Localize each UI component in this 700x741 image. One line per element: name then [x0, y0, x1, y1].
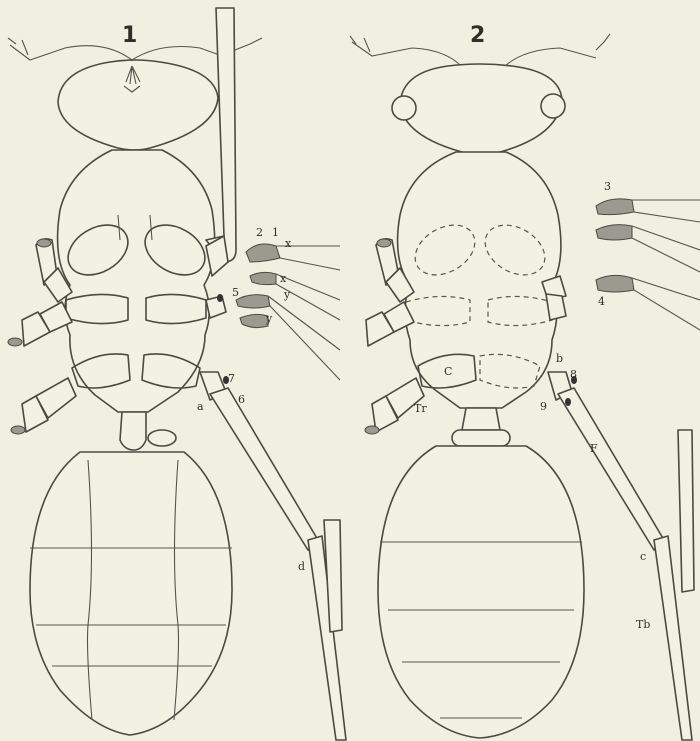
fig2-petiole: [462, 408, 500, 430]
fig2-label-9: 9: [540, 400, 547, 413]
fig2-number: 2: [470, 23, 485, 48]
fig2-thorax: [398, 152, 561, 408]
fig2-label-8: 8: [570, 368, 577, 381]
fig2-label-c: c: [640, 550, 646, 563]
fig1-gaster: [30, 452, 232, 735]
fig2-label-F: F: [590, 442, 598, 455]
fig1-label-y-top: y: [283, 288, 291, 301]
fig1-label-7: 7: [228, 372, 235, 385]
fig1-label-5: 5: [232, 286, 239, 299]
fig1-thorax: [58, 150, 215, 412]
fig2-node: [452, 430, 510, 446]
fig1-leg-stubs: [236, 244, 340, 380]
fig2-gaster: [378, 446, 584, 738]
fig2-eye-left: [392, 96, 416, 120]
fig1-number: 1: [122, 23, 137, 48]
fig1-label-y-bottom: y: [265, 312, 273, 325]
fig1-label-x-top: x: [285, 237, 292, 250]
fig2-label-C: C: [444, 365, 452, 378]
fig2-leg-stubs: [596, 199, 700, 330]
fig2-label-Tr: Tr: [414, 402, 427, 415]
fig2-label-4: 4: [598, 295, 605, 308]
fig1-label-d: d: [298, 560, 305, 573]
fig1-label-x-mid: x: [280, 272, 287, 285]
fig1-label-2: 2: [256, 226, 263, 239]
fig1-label-a: a: [197, 400, 204, 413]
fig2-label-b: b: [556, 352, 563, 365]
fig1-petiole: [120, 412, 146, 450]
fig2-eye-right: [541, 94, 565, 118]
fig2-label-3: 3: [604, 180, 611, 193]
fig1-label-1: 1: [272, 226, 279, 239]
fig1-label-6: 6: [238, 393, 245, 406]
fig1-head: [58, 60, 218, 150]
fig2-head: [400, 64, 562, 154]
fig2-label-Tb: Tb: [636, 618, 650, 631]
figure-1: 1 2 1 x x 5 y y 7 a 6 d: [8, 8, 346, 740]
figure-2: 2 3 4 b 8 C Tr 9 F c Tb: [350, 23, 700, 740]
